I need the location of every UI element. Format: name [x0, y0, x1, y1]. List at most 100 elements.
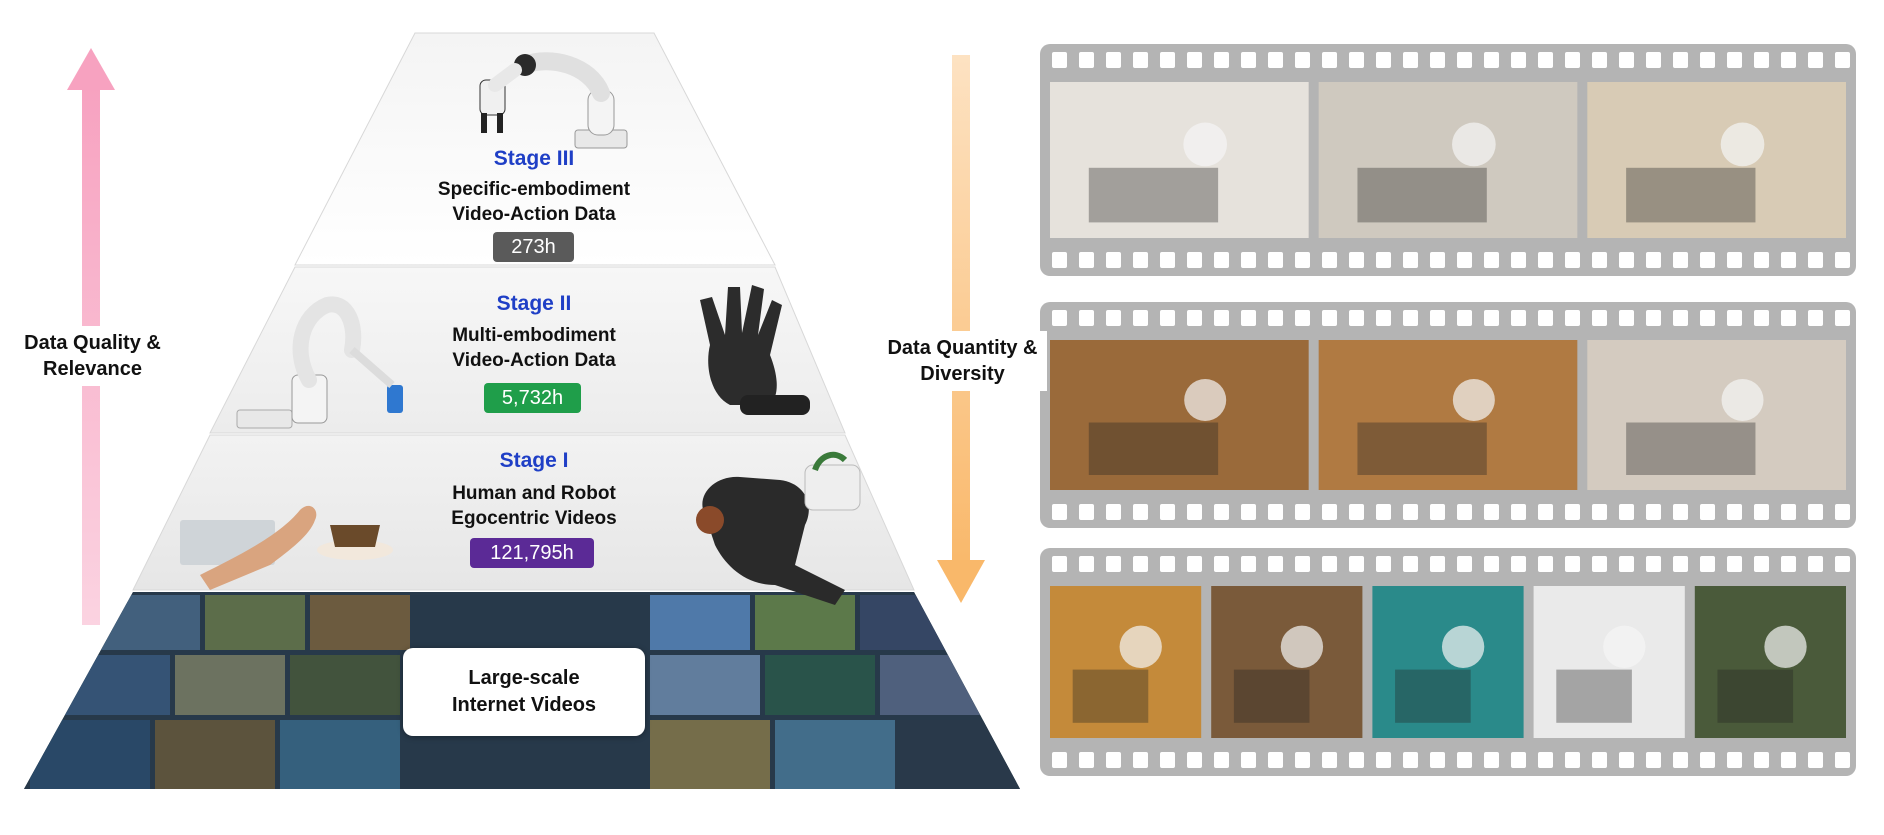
- sprocket-hole: [1565, 504, 1580, 520]
- sprocket-hole: [1808, 52, 1823, 68]
- sprocket-hole: [1538, 252, 1553, 268]
- sprocket-hole: [1295, 752, 1310, 768]
- sprocket-hole: [1214, 556, 1229, 572]
- sprocket-hole: [1538, 752, 1553, 768]
- sprocket-hole: [1403, 556, 1418, 572]
- sprocket-hole: [1619, 52, 1634, 68]
- sprocket-hole: [1835, 556, 1850, 572]
- sprocket-hole: [1214, 252, 1229, 268]
- sprocket-hole: [1430, 504, 1445, 520]
- sprocket-hole: [1268, 752, 1283, 768]
- quality-label-line1: Data Quality &: [24, 332, 161, 354]
- sprocket-hole: [1241, 504, 1256, 520]
- sprocket-hole: [1106, 504, 1121, 520]
- sprocket-hole: [1160, 504, 1175, 520]
- sprocket-hole: [1781, 52, 1796, 68]
- sprocket-hole: [1106, 252, 1121, 268]
- video-frame-shadow: [1233, 669, 1310, 723]
- filmstrip: [1040, 548, 1856, 776]
- sprocket-hole: [1052, 556, 1067, 572]
- sprocket-hole: [1160, 52, 1175, 68]
- video-frame: [1211, 586, 1363, 738]
- sprocket-hole: [1403, 752, 1418, 768]
- sprocket-hole: [1106, 310, 1121, 326]
- sprocket-hole: [1133, 556, 1148, 572]
- sprocket-hole: [1403, 252, 1418, 268]
- stage-2-desc-line2: Video-Action Data: [452, 350, 616, 371]
- sprocket-hole: [1457, 752, 1472, 768]
- sprocket-hole: [1430, 752, 1445, 768]
- video-frame-highlight: [1119, 625, 1162, 668]
- sprocket-hole: [1322, 752, 1337, 768]
- sprocket-hole: [1430, 310, 1445, 326]
- sprocket-hole: [1700, 752, 1715, 768]
- video-frame-highlight: [1764, 625, 1807, 668]
- quantity-label-line2: Diversity: [920, 363, 1005, 385]
- video-frame-highlight: [1280, 625, 1324, 668]
- sprocket-hole: [1376, 504, 1391, 520]
- sprocket-hole: [1565, 52, 1580, 68]
- video-frame-highlight: [1183, 122, 1228, 167]
- sprocket-hole: [1646, 752, 1661, 768]
- sprocket-hole: [1052, 504, 1067, 520]
- sprocket-hole: [1808, 752, 1823, 768]
- sprocket-hole: [1781, 556, 1796, 572]
- sprocket-hole: [1376, 556, 1391, 572]
- sprocket-hole: [1457, 504, 1472, 520]
- video-frame-highlight: [1721, 379, 1764, 421]
- sprocket-hole: [1592, 52, 1607, 68]
- sprocket-hole: [1349, 52, 1364, 68]
- sprocket-hole: [1727, 752, 1742, 768]
- sprocket-hole: [1781, 252, 1796, 268]
- sprocket-hole: [1403, 310, 1418, 326]
- stage-1-desc: Human and Robot Egocentric Videos: [404, 481, 664, 531]
- video-frame: [1050, 82, 1309, 238]
- sprocket-hole: [1754, 556, 1769, 572]
- sprocket-hole: [1187, 504, 1202, 520]
- quantity-arrow: [937, 55, 985, 603]
- stage-3-hours-badge: 273h: [493, 232, 574, 262]
- sprocket-hole: [1592, 752, 1607, 768]
- sprocket-hole: [1511, 52, 1526, 68]
- sprocket-hole: [1754, 752, 1769, 768]
- sprocket-hole: [1430, 252, 1445, 268]
- video-frame-highlight: [1452, 379, 1495, 421]
- sprocket-hole: [1106, 52, 1121, 68]
- sprocket-hole: [1295, 504, 1310, 520]
- stage-1-hours-badge: 121,795h: [470, 538, 594, 568]
- sprocket-hole: [1430, 52, 1445, 68]
- video-frame-highlight: [1452, 122, 1496, 167]
- sprocket-hole: [1214, 504, 1229, 520]
- sprocket-hole: [1538, 504, 1553, 520]
- sprocket-hole: [1079, 252, 1094, 268]
- sprocket-hole: [1133, 252, 1148, 268]
- sprocket-hole: [1619, 752, 1634, 768]
- sprocket-hole: [1241, 556, 1256, 572]
- sprocket-hole: [1214, 752, 1229, 768]
- sprocket-hole: [1079, 556, 1094, 572]
- sprocket-hole: [1673, 252, 1688, 268]
- sprocket-hole: [1511, 252, 1526, 268]
- sprocket-hole: [1160, 252, 1175, 268]
- sprocket-hole: [1673, 504, 1688, 520]
- sprocket-hole: [1565, 752, 1580, 768]
- sprocket-hole: [1241, 310, 1256, 326]
- video-frame: [1318, 82, 1578, 238]
- sprocket-hole: [1295, 52, 1310, 68]
- video-frame-shadow: [1357, 167, 1487, 223]
- sprocket-hole: [1781, 752, 1796, 768]
- sprocket-hole: [1268, 252, 1283, 268]
- sprocket-hole: [1511, 310, 1526, 326]
- video-frame: [1318, 340, 1578, 490]
- filmstrips: [1040, 44, 1856, 776]
- video-frame-highlight: [1603, 625, 1646, 668]
- sprocket-hole: [1538, 556, 1553, 572]
- robot-hand-icon: [700, 285, 810, 415]
- sprocket-hole: [1700, 310, 1715, 326]
- sprocket-hole: [1457, 52, 1472, 68]
- video-frame: [1050, 340, 1309, 490]
- sprocket-hole: [1241, 752, 1256, 768]
- sprocket-hole: [1484, 504, 1499, 520]
- sprocket-hole: [1835, 752, 1850, 768]
- sprocket-hole: [1106, 556, 1121, 572]
